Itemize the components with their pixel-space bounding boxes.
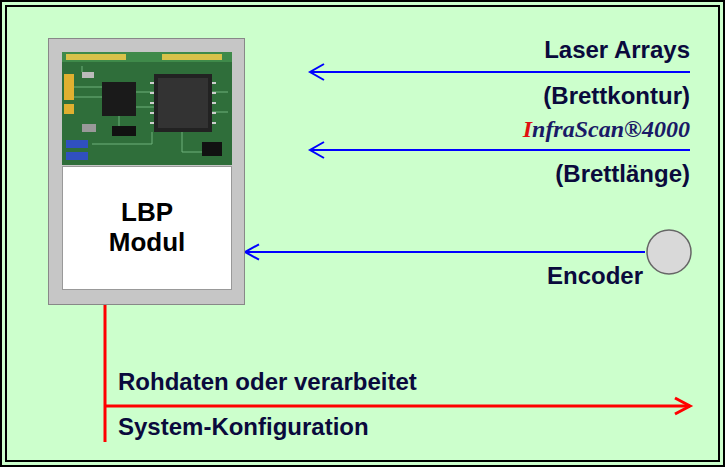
- encoder-circle: [647, 230, 691, 274]
- inner-frame: [6, 6, 719, 461]
- signal-label: System-Konfiguration: [118, 413, 369, 441]
- signal-label: (Brettlänge): [555, 160, 690, 188]
- module-name: LBP Modul: [97, 198, 197, 258]
- signal-label: Rohdaten oder verarbeitet: [118, 368, 417, 396]
- encoder-label: Encoder: [547, 262, 643, 290]
- label-panel: LBP Modul: [62, 166, 232, 290]
- circuit-board-photo: [62, 52, 232, 165]
- signal-label: (Brettkontur): [543, 82, 690, 110]
- output-arrow: [105, 405, 690, 408]
- encoder-node: Encoder: [545, 226, 695, 296]
- arrow-head: [310, 64, 324, 80]
- signal-label: InfraScan®4000: [523, 116, 690, 144]
- connector-line: [245, 251, 645, 253]
- arrow-head: [310, 142, 324, 158]
- signal-label: Laser Arrays: [544, 36, 690, 64]
- signal-arrow: [310, 71, 690, 73]
- output-line: [104, 305, 107, 442]
- module-box: LBP Modul: [48, 38, 245, 305]
- signal-arrow: [310, 149, 690, 151]
- encoder-circle: [645, 228, 693, 276]
- arrow-head: [245, 244, 259, 259]
- signal-connector: [245, 244, 645, 259]
- arrow-head: [675, 398, 690, 414]
